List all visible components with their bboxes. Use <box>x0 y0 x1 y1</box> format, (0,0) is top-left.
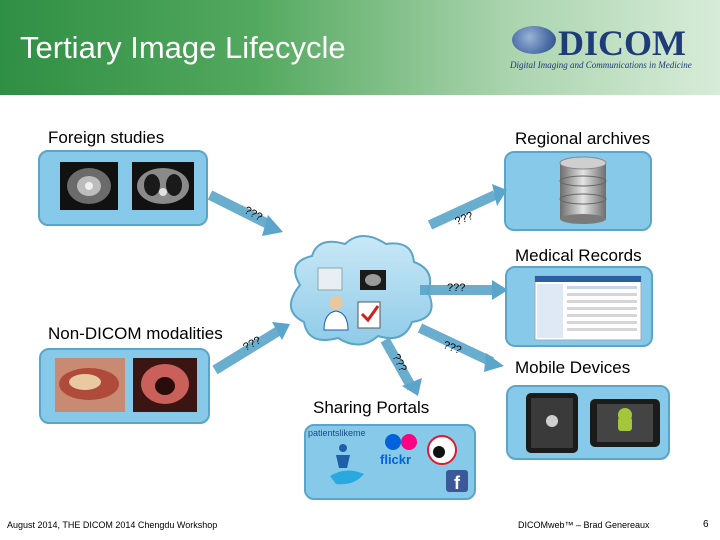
label-sharing-portals: Sharing Portals <box>313 398 429 418</box>
arrow-foreign-to-cloud <box>210 195 270 225</box>
label-mobile-devices: Mobile Devices <box>515 358 630 378</box>
doctor-icon <box>324 296 348 330</box>
central-cloud <box>291 236 432 345</box>
database-icon <box>506 153 650 229</box>
label-foreign-studies: Foreign studies <box>48 128 164 148</box>
non-dicom-box <box>39 348 210 424</box>
logo-wordmark: DICOM <box>558 22 686 64</box>
device-icons <box>508 387 668 458</box>
logo-subtitle: Digital Imaging and Communications in Me… <box>510 60 692 70</box>
mobile-devices-box <box>506 385 670 460</box>
label-regional-archives: Regional archives <box>515 129 650 149</box>
arrow-label-2: ??? <box>453 210 475 228</box>
arrow-label-6: ??? <box>390 352 409 374</box>
flickr-logo: flickr <box>380 452 411 467</box>
page-number: 6 <box>703 519 709 530</box>
slide-title: Tertiary Image Lifecycle <box>20 30 346 66</box>
twitter-icon <box>330 470 364 484</box>
foreign-studies-box <box>38 150 208 226</box>
arrow-label-5: ??? <box>442 339 463 357</box>
emr-screen <box>507 268 651 345</box>
dicom-logo: DICOM Digital Imaging and Communications… <box>508 18 700 78</box>
arrow-label-4: ??? <box>241 334 263 353</box>
regional-archives-box <box>504 151 652 231</box>
mini-ct-icon <box>360 270 386 290</box>
clipboard-icon <box>358 302 380 328</box>
svg-text:f: f <box>454 473 461 493</box>
footer-right: DICOMweb™ – Brad Genereaux <box>518 520 650 530</box>
label-medical-records: Medical Records <box>515 246 642 266</box>
globe-icon <box>512 26 556 54</box>
clinical-photos <box>41 350 208 422</box>
flickr-dot-blue <box>385 434 401 450</box>
person-icon <box>336 444 350 468</box>
medical-records-box <box>505 266 653 347</box>
apple-icon <box>546 415 558 427</box>
arrow-label-3: ??? <box>447 282 465 294</box>
sharing-portals-box: patientslikeme f flickr <box>304 424 476 500</box>
dicom-file-icon <box>318 268 342 290</box>
footer-left: August 2014, THE DICOM 2014 Chengdu Work… <box>7 520 217 530</box>
ct-scan-images <box>40 152 206 224</box>
label-non-dicom: Non-DICOM modalities <box>48 324 223 344</box>
flickr-dot-pink <box>401 434 417 450</box>
arrow-label-1: ??? <box>242 204 264 223</box>
